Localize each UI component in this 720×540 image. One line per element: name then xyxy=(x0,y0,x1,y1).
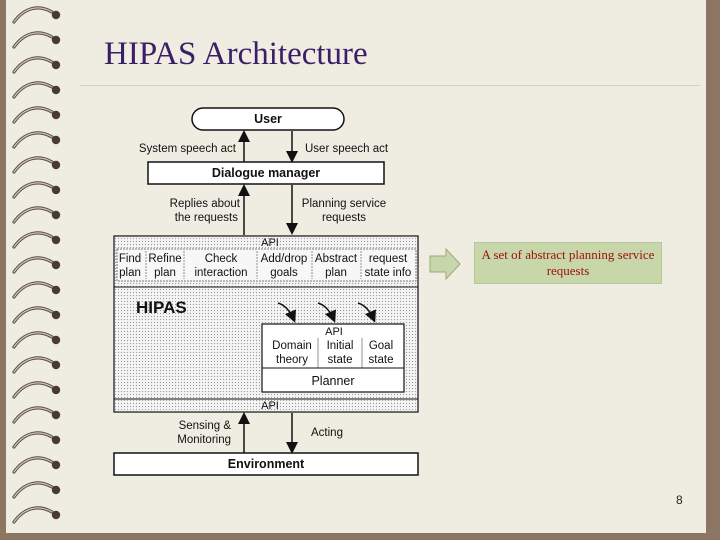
binder-hole xyxy=(51,10,61,20)
dialogue-manager-box xyxy=(147,161,385,185)
hipas-label: HIPAS xyxy=(136,298,187,317)
binder-ring-highlight xyxy=(13,257,53,273)
binder-ring-highlight xyxy=(13,182,53,198)
binder-ring-highlight xyxy=(13,232,53,248)
api-inner-label: API xyxy=(325,326,343,338)
binder-hole xyxy=(51,160,61,170)
service-label-line1: request xyxy=(369,253,408,265)
binder-hole xyxy=(51,285,61,295)
user-box xyxy=(191,107,345,131)
binder-hole xyxy=(51,460,61,470)
binder-hole xyxy=(51,360,61,370)
service-label-line1: Check xyxy=(205,253,238,265)
dialogue-manager-label: Dialogue manager xyxy=(212,166,320,180)
planner-input-line1: Initial xyxy=(327,340,354,352)
binder-hole xyxy=(51,260,61,270)
binder-ring-highlight xyxy=(13,407,53,423)
service-label-line2: state info xyxy=(365,267,412,279)
user-label: User xyxy=(254,112,282,126)
system-speech-act-label: System speech act xyxy=(139,143,237,155)
binder-hole xyxy=(51,85,61,95)
planning-label-1: Planning service xyxy=(302,198,386,210)
binder-hole xyxy=(51,485,61,495)
replies-label-2: the requests xyxy=(175,212,239,224)
binder-ring-highlight xyxy=(13,382,53,398)
slide-title: HIPAS Architecture xyxy=(104,36,368,72)
sensing-label-1: Sensing & xyxy=(179,420,232,432)
page-number: 8 xyxy=(676,493,683,507)
user-speech-act-label: User speech act xyxy=(305,143,389,155)
binder-ring-highlight xyxy=(13,457,53,473)
environment-label: Environment xyxy=(228,457,305,471)
api-top-label: API xyxy=(261,237,279,249)
binder-hole xyxy=(51,335,61,345)
binder-hole xyxy=(51,185,61,195)
binder-ring-highlight xyxy=(13,57,53,73)
service-label-line1: Abstract xyxy=(315,253,358,265)
binder-hole xyxy=(51,35,61,45)
acting-label: Acting xyxy=(311,427,343,439)
service-label-line2: plan xyxy=(154,267,176,279)
binder-rings xyxy=(12,6,61,524)
binder-hole xyxy=(51,435,61,445)
planner-input-line2: theory xyxy=(276,354,308,366)
curved-arrow-2 xyxy=(317,302,336,323)
binder-hole xyxy=(51,310,61,320)
api-bottom-label: API xyxy=(261,400,279,412)
binder-ring-highlight xyxy=(13,82,53,98)
planning-label-2: requests xyxy=(322,212,366,224)
binder-ring-highlight xyxy=(13,32,53,48)
binder-hole xyxy=(51,110,61,120)
planner-inputs: Domain theory Initial state Goal state xyxy=(272,340,393,366)
binder-ring-highlight xyxy=(13,432,53,448)
service-label-line1: Add/drop xyxy=(261,253,308,265)
binder-ring-highlight xyxy=(13,207,53,223)
replies-label-1: Replies about xyxy=(170,198,241,210)
service-row xyxy=(116,248,417,282)
curved-arrow-3 xyxy=(357,302,376,323)
binder-ring-highlight xyxy=(13,482,53,498)
service-label-line2: interaction xyxy=(194,267,247,279)
callout-box: A set of abstract planning service reque… xyxy=(474,242,662,284)
sensing-label-2: Monitoring xyxy=(177,434,231,446)
callout-arrow xyxy=(429,247,461,281)
title-divider xyxy=(80,85,700,86)
binder-ring-highlight xyxy=(13,107,53,123)
binder-hole xyxy=(51,135,61,145)
service-label-line2: plan xyxy=(325,267,347,279)
service-cells: Find plan Refine plan Check interaction Add/dr… xyxy=(119,251,412,279)
binder-ring-highlight xyxy=(13,132,53,148)
binder-ring-highlight xyxy=(13,157,53,173)
planner-input-line1: Goal xyxy=(369,340,393,352)
planner-box xyxy=(261,323,405,393)
binder-hole xyxy=(51,510,61,520)
binder-ring-highlight xyxy=(13,7,53,23)
service-label-line2: goals xyxy=(270,267,298,279)
binder-ring-highlight xyxy=(13,307,53,323)
curved-arrow-1 xyxy=(277,302,296,323)
binder-ring-highlight xyxy=(13,357,53,373)
binder-ring-highlight xyxy=(13,332,53,348)
binder-hole xyxy=(51,385,61,395)
binder-ring-highlight xyxy=(13,507,53,523)
binder-hole xyxy=(51,410,61,420)
planner-input-line2: state xyxy=(328,354,353,366)
binder-ring-highlight xyxy=(13,282,53,298)
planner-label: Planner xyxy=(311,374,354,388)
service-label-line2: plan xyxy=(119,267,141,279)
binder-hole xyxy=(51,235,61,245)
service-label-line1: Refine xyxy=(148,253,181,265)
environment-box xyxy=(113,452,419,476)
planner-input-line1: Domain xyxy=(272,340,312,352)
service-label-line1: Find xyxy=(119,253,141,265)
planner-input-line2: state xyxy=(369,354,394,366)
binder-hole xyxy=(51,60,61,70)
binder-hole xyxy=(51,210,61,220)
